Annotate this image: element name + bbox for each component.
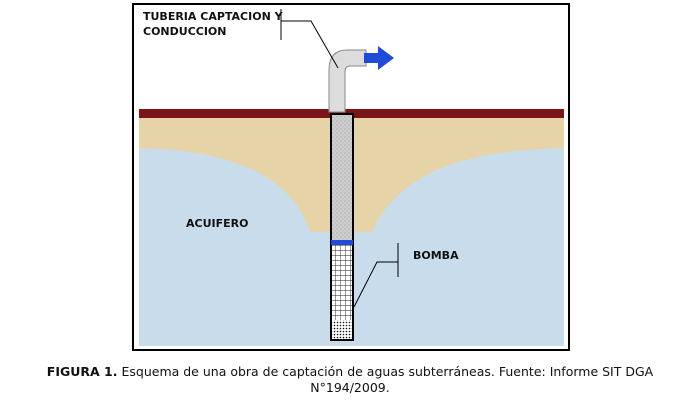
- figure-caption: FIGURA 1. Esquema de una obra de captaci…: [0, 364, 700, 396]
- well-casing: [331, 114, 353, 242]
- pipe-callout-line: [281, 20, 339, 69]
- well-diagram: TUBERIA CAPTACION Y CONDUCCION ACUIFERO …: [132, 3, 570, 351]
- caption-label: FIGURA 1.: [46, 364, 118, 379]
- pump-callout-line: [353, 261, 398, 308]
- pipe-label-line2: CONDUCCION: [143, 25, 227, 38]
- pipe-elbow: [328, 49, 367, 113]
- well-bottom: [332, 320, 352, 339]
- caption-text: Esquema de una obra de captación de agua…: [121, 364, 654, 379]
- flow-arrow: [364, 46, 394, 70]
- well-screen: [332, 245, 352, 320]
- caption-line2: N°194/2009.: [310, 380, 390, 395]
- pump-label: BOMBA: [413, 249, 459, 262]
- aquifer-label: ACUIFERO: [186, 217, 248, 230]
- pump-band: [331, 240, 353, 245]
- caption-line1: FIGURA 1. Esquema de una obra de captaci…: [0, 364, 700, 380]
- pipe-label-line1: TUBERIA CAPTACION Y: [143, 10, 284, 23]
